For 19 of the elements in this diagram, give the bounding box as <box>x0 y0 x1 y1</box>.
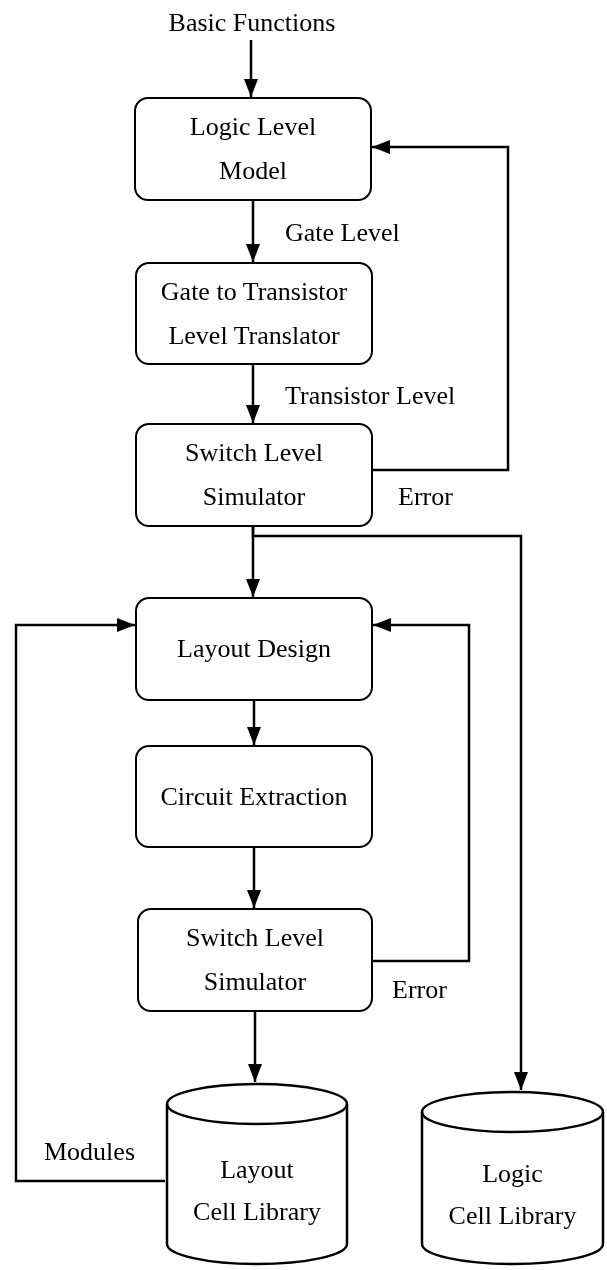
arrow <box>247 848 261 908</box>
arrow <box>14 618 165 1183</box>
process-box: Layout Design <box>135 597 373 701</box>
arrow <box>372 140 510 472</box>
arrow <box>244 40 258 97</box>
process-box: Logic Level Model <box>134 97 372 201</box>
database-cylinder: Layout Cell Library <box>165 1082 349 1266</box>
process-box: Switch Level Simulator <box>137 908 373 1012</box>
arrow <box>246 365 260 423</box>
process-box: Circuit Extraction <box>135 745 373 848</box>
arrow <box>251 527 528 1090</box>
database-cylinder: Logic Cell Library <box>420 1090 605 1266</box>
process-box: Gate to Transistor Level Translator <box>135 262 373 365</box>
arrow <box>248 1012 262 1082</box>
arrow <box>246 201 260 262</box>
input-label: Basic Functions <box>140 6 364 40</box>
arrow <box>247 701 261 745</box>
arrow <box>373 618 471 963</box>
process-box: Switch Level Simulator <box>135 423 373 527</box>
